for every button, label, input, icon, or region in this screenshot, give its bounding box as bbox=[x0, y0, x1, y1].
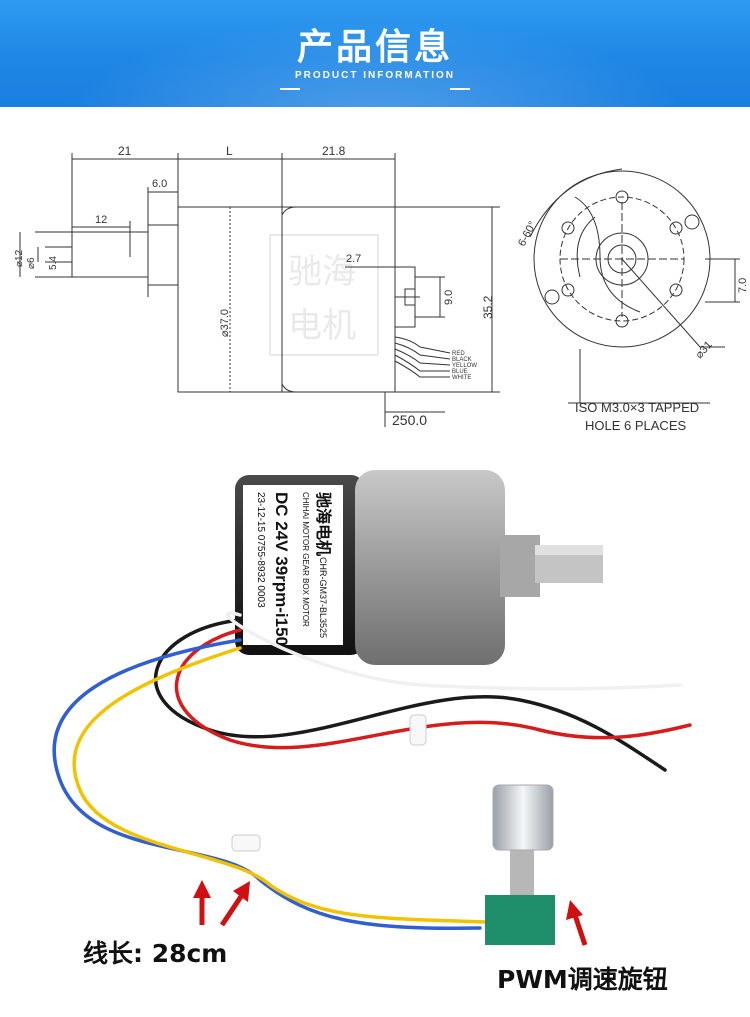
note-tapped: ISO M3.0×3 TAPPED bbox=[575, 400, 699, 415]
motor-brand: 驰海电机 bbox=[314, 492, 333, 556]
dim-9-0: 9.0 bbox=[443, 290, 455, 305]
dim-L: L bbox=[226, 144, 233, 158]
dim-35-2: 35.2 bbox=[481, 295, 495, 319]
dim-phi37: ⌀37.0 bbox=[219, 309, 231, 337]
dim-12: 12 bbox=[95, 214, 107, 226]
cable-tie-lower bbox=[231, 834, 261, 852]
dim-21: 21 bbox=[118, 144, 132, 158]
dim-21-8: 21.8 bbox=[322, 144, 346, 158]
dim-7-0: 7.0 bbox=[737, 278, 749, 293]
wire-labels: RED BLACK YELLOW BLUE WHITE bbox=[452, 351, 477, 381]
dim-phi6: ⌀6 bbox=[26, 257, 37, 269]
technical-drawing: 驰海 电机 21 L 21.8 6.0 12 ⌀12 ⌀6 5.4 ⌀37.0 … bbox=[14, 144, 749, 433]
page-title: 产品信息 bbox=[296, 27, 453, 68]
motor: 驰海电机 CHR-GM37-BL3525 CHIHAI MOTOR GEAR B… bbox=[235, 470, 603, 665]
motor-subtitle: CHIHAI MOTOR GEAR BOX MOTOR bbox=[301, 492, 310, 627]
dim-phi12: ⌀12 bbox=[14, 249, 25, 267]
dim-2-7: 2.7 bbox=[346, 253, 361, 265]
page-subtitle: PRODUCT INFORMATION bbox=[294, 70, 456, 81]
wire-label-white: WHITE bbox=[452, 375, 471, 381]
wire-label-red: RED bbox=[452, 351, 465, 357]
product-photo: 驰海电机 CHR-GM37-BL3525 CHIHAI MOTOR GEAR B… bbox=[52, 470, 692, 946]
wire-label-yellow: YELLOW bbox=[452, 363, 477, 369]
pwm-knob bbox=[485, 784, 555, 945]
motor-model: CHR-GM37-BL3525 bbox=[318, 557, 328, 638]
wire-label-black: BLACK bbox=[452, 357, 472, 363]
dim-250: 250.0 bbox=[392, 412, 427, 428]
pwm-knob-caption: PWM调速旋钮 bbox=[497, 965, 668, 994]
dim-5-4: 5.4 bbox=[48, 256, 59, 270]
header-shine bbox=[0, 0, 750, 107]
svg-text:驰海: 驰海 bbox=[288, 252, 356, 292]
motor-wires bbox=[52, 611, 692, 930]
header-divider-right bbox=[450, 88, 470, 90]
technical-drawing-panel: 驰海 电机 21 L 21.8 6.0 12 ⌀12 ⌀6 5.4 ⌀37.0 … bbox=[0, 107, 750, 440]
end-view: ⌀31 6-60° 7.0 bbox=[516, 168, 749, 404]
cable-tie-upper bbox=[409, 714, 427, 746]
wire-length-caption: 线长: 28cm bbox=[83, 939, 228, 968]
dim-6-0: 6.0 bbox=[152, 178, 167, 190]
motor-date-tel: 23-12-15 0755-8932 0003 bbox=[255, 492, 266, 608]
svg-text:电机: 电机 bbox=[288, 306, 356, 346]
header-banner: 产品信息 PRODUCT INFORMATION bbox=[0, 0, 750, 107]
arrows bbox=[193, 880, 588, 946]
product-photo-panel: 驰海电机 CHR-GM37-BL3525 CHIHAI MOTOR GEAR B… bbox=[0, 440, 750, 1017]
note-hole-places: HOLE 6 PLACES bbox=[585, 418, 686, 433]
watermark-seal: 驰海 电机 bbox=[269, 234, 379, 356]
motor-spec: DC 24V 39rpm-i150 bbox=[272, 492, 291, 646]
dim-phi31: ⌀31 bbox=[693, 339, 715, 361]
header-divider-left bbox=[280, 88, 300, 90]
wire-label-blue: BLUE bbox=[452, 369, 468, 375]
